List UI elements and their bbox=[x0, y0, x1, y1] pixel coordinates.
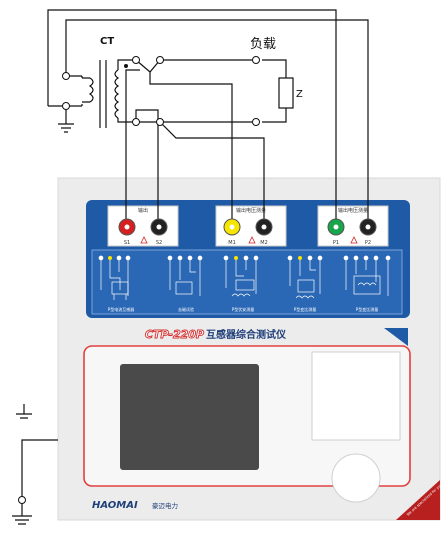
terminal-m2[interactable] bbox=[255, 218, 273, 236]
wire-to-m2 bbox=[159, 121, 265, 222]
terminal-s1[interactable] bbox=[118, 218, 136, 236]
schematic-caption-1: P型电流互感器 bbox=[108, 306, 134, 312]
load-label: 负载 bbox=[250, 37, 276, 52]
ct-core bbox=[99, 60, 107, 128]
wiring bbox=[12, 9, 369, 525]
schematic-caption-5: P型变比测量 bbox=[356, 306, 378, 312]
warning-icons bbox=[140, 236, 358, 244]
printer-window bbox=[311, 351, 401, 441]
product-model: CTP-220P bbox=[145, 328, 204, 341]
brand-chinese: 豪迈电力 bbox=[152, 501, 178, 510]
schematic-caption-2: 去磁试验 bbox=[178, 306, 194, 312]
corner-sticker bbox=[396, 480, 440, 520]
terminal-s2[interactable] bbox=[150, 218, 168, 236]
earth-symbol bbox=[16, 404, 32, 419]
ct-primary-winding bbox=[66, 75, 82, 107]
ct-secondary-winding bbox=[114, 69, 120, 119]
terminal-m1[interactable] bbox=[223, 218, 241, 236]
corner-accent bbox=[384, 328, 408, 346]
terminal-label-m1: M1 bbox=[228, 240, 236, 246]
polarity-dot bbox=[124, 64, 128, 68]
group-header-voltage-2: 输出电压测量 bbox=[338, 207, 368, 214]
schematic-caption-4: P型变比测量 bbox=[294, 306, 316, 312]
terminal-label-p2: P2 bbox=[365, 240, 371, 246]
terminal-p1[interactable] bbox=[327, 218, 345, 236]
instrument-ground-wire bbox=[21, 439, 58, 500]
terminal-label-p1: P1 bbox=[333, 240, 339, 246]
circuit-nodes bbox=[18, 56, 260, 504]
group-header-voltage-1: 输出电压测量 bbox=[236, 207, 266, 214]
product-name: 互感器综合测试仪 bbox=[206, 328, 287, 341]
ground-left-top bbox=[58, 106, 74, 133]
brand-logo: HAOMAI bbox=[92, 500, 138, 511]
z-label: Z bbox=[296, 89, 303, 100]
terminal-group-output: 输出 bbox=[107, 205, 179, 247]
ground-left-bottom bbox=[12, 515, 32, 525]
wire-primary-bottom-to-p1 bbox=[47, 9, 337, 222]
terminal-label-s2: S2 bbox=[156, 240, 162, 246]
wire-to-m1 bbox=[160, 83, 233, 222]
schematic-strip bbox=[91, 249, 403, 315]
wire-to-s2 bbox=[135, 109, 159, 222]
mini-schematics bbox=[98, 255, 391, 300]
schematic-caption-3: P型伏安测量 bbox=[232, 306, 254, 312]
load-resistor bbox=[278, 77, 294, 109]
terminal-label-s1: S1 bbox=[124, 240, 130, 246]
rotary-knob[interactable] bbox=[331, 453, 381, 503]
ct-label: CT bbox=[100, 36, 114, 47]
terminal-label-m2: M2 bbox=[260, 240, 268, 246]
wire-to-s1 bbox=[125, 69, 140, 222]
wire-primary-top-to-p2 bbox=[65, 19, 369, 222]
lcd-screen bbox=[120, 364, 259, 470]
terminal-p2[interactable] bbox=[359, 218, 377, 236]
group-header-output: 输出 bbox=[138, 207, 148, 214]
